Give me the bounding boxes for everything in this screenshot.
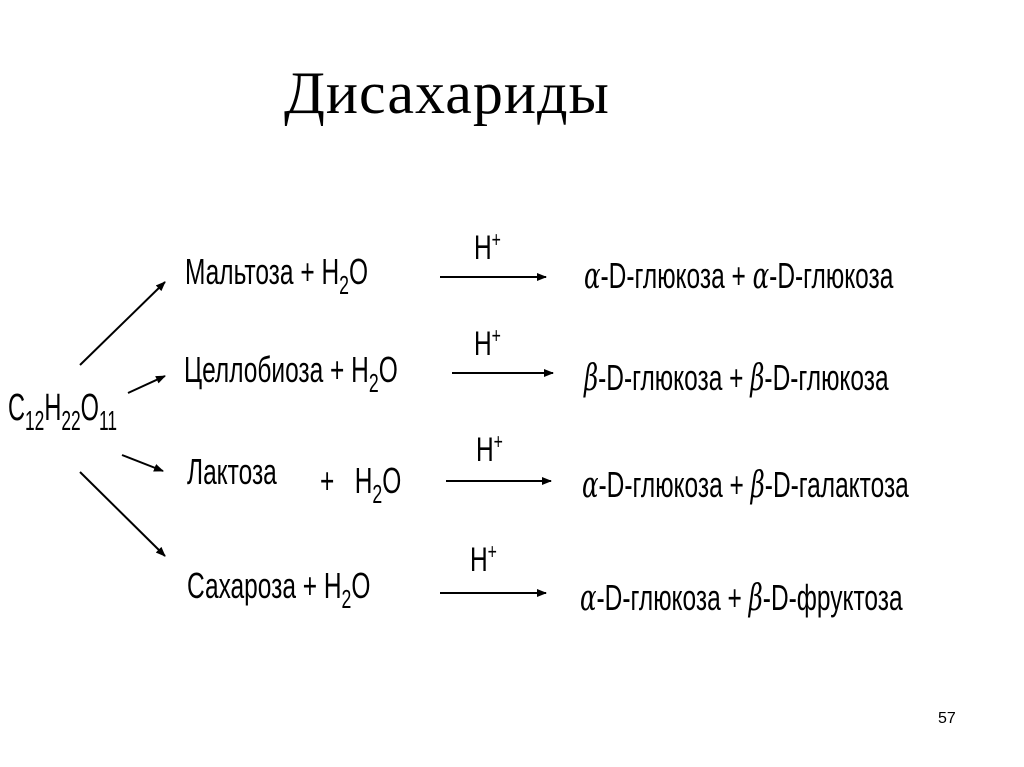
product-name: -D-глюкоза [600,255,725,296]
sugar-name: Мальтоза [185,251,294,292]
reactants-lactose-water: + H2O [320,461,401,514]
water-h: H [351,349,369,390]
anomer-symbol: α [582,465,599,506]
sugar-name: Сахароза [187,565,296,606]
page-number: 57 [938,710,956,727]
sugar-name: Целлобиоза [184,349,324,390]
anomer-symbol: β [748,578,763,619]
reactants-sucrose: Сахароза + H2O [187,566,370,619]
catalyst-sucrose: H+ [470,539,497,579]
formula-hydrogen-count: 22 [61,405,81,436]
product-name: -D-глюкоза [596,577,721,618]
product-name: -D-глюкоза [598,357,723,398]
branch-arrow-sucrose [79,471,166,557]
water-o: O [348,251,369,292]
anomer-symbol: β [750,358,765,399]
water-o: O [378,349,398,390]
formula-oxygen: O [80,387,100,429]
water-sub: 2 [368,368,379,398]
slide-title: Дисахариды [284,60,610,126]
branch-arrow-lactose [121,454,164,472]
reactants-maltose: Мальтоза + H2O [185,252,368,305]
plus-sign: + [300,251,315,292]
catalyst-maltose: H+ [474,227,501,267]
product-name: -D-фруктоза [762,577,903,618]
water-o: O [382,460,402,501]
plus-sign: + [302,565,318,606]
water-h: H [323,565,342,606]
water-sub: 2 [339,270,349,300]
product-name: -D-глюкоза [769,255,894,296]
anomer-symbol: α [584,256,601,297]
water-o: O [351,565,371,606]
products-maltose: α-D-глюкоза + α-D-глюкоза [584,256,893,297]
reactants-cellobiose: Целлобиоза + H2O [184,350,398,403]
formula-oxygen-count: 11 [99,405,118,436]
anomer-symbol: α [580,578,597,619]
anomer-symbol: α [752,256,770,297]
plus-sign: + [727,577,742,618]
products-lactose: α-D-глюкоза + β-D-галактоза [582,465,909,506]
products-sucrose: α-D-глюкоза + β-D-фруктоза [580,578,903,619]
formula-carbon: C [8,387,26,429]
water-sub: 2 [341,584,352,614]
formula-hydrogen: H [44,387,62,429]
product-name: -D-галактоза [764,464,909,505]
catalyst-lactose: H+ [476,429,503,469]
water-sub: 2 [372,479,383,509]
plus-sign: + [731,255,746,296]
disaccharide-formula: C12H22O11 [8,388,117,441]
water-h: H [354,460,373,501]
product-name: -D-глюкоза [764,357,889,398]
water-h: H [321,251,340,292]
branch-arrow-maltose [79,281,166,366]
anomer-symbol: β [750,465,765,506]
plus-sign: + [729,464,744,505]
branch-arrow-cellobiose [127,375,166,394]
formula-carbon-count: 12 [25,405,45,436]
reactants-lactose: Лактоза [187,452,277,492]
sugar-name: Лактоза [187,451,277,492]
plus-sign: + [729,357,744,398]
plus-sign: + [320,460,335,501]
products-cellobiose: β-D-глюкоза + β-D-глюкоза [584,358,889,399]
anomer-symbol: β [584,358,599,399]
product-name: -D-глюкоза [598,464,723,505]
plus-sign: + [330,349,345,390]
catalyst-cellobiose: H+ [474,323,501,363]
